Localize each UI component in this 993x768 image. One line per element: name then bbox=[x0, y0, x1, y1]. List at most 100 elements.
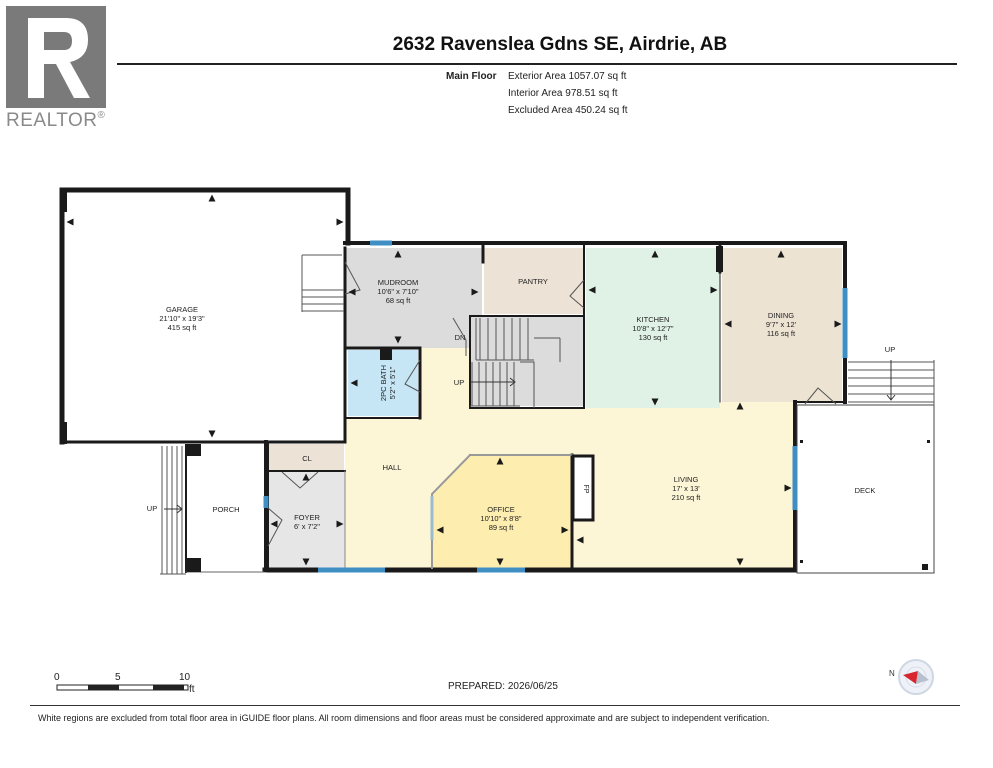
title-divider bbox=[117, 63, 957, 65]
office-fill bbox=[432, 456, 572, 568]
dimension-arrow bbox=[350, 379, 358, 387]
garage-steps bbox=[301, 254, 344, 312]
dining-dims: 9'7" x 12' bbox=[766, 320, 797, 329]
room-fills bbox=[268, 248, 842, 568]
bath-label: 2PC BATH bbox=[379, 365, 388, 401]
realtor-logo bbox=[6, 6, 106, 108]
closet-fill bbox=[268, 444, 344, 470]
scale-tick-0: 0 bbox=[54, 672, 60, 683]
compass-north-label: N bbox=[889, 669, 895, 678]
scale-bar: 0 5 10 ft bbox=[54, 672, 195, 695]
dimension-arrow bbox=[348, 288, 356, 296]
realtor-logo-text: REALTOR® bbox=[6, 110, 105, 132]
dimension-arrow bbox=[834, 320, 842, 328]
dimension-arrow bbox=[66, 218, 74, 226]
bath-dims: 5'2" x 5'1" bbox=[388, 366, 397, 399]
dimension-arrow bbox=[651, 250, 659, 258]
dimension-arrow bbox=[436, 526, 444, 534]
kitchen-fill bbox=[586, 248, 720, 408]
dimension-arrow bbox=[736, 402, 744, 410]
dimension-arrow bbox=[496, 558, 504, 566]
pantry-fill bbox=[484, 248, 584, 314]
kitchen-dims: 10'8" x 12'7" bbox=[632, 324, 673, 333]
kitchen-label: KITCHEN bbox=[637, 315, 670, 324]
dimension-arrow bbox=[208, 430, 216, 438]
dimension-arrow bbox=[336, 520, 344, 528]
dimension-arrow bbox=[784, 484, 792, 492]
dimension-arrow bbox=[561, 526, 569, 534]
windows bbox=[263, 240, 848, 573]
deck-label: DECK bbox=[855, 486, 876, 495]
dining-label: DINING bbox=[768, 311, 794, 320]
bath-fill bbox=[348, 350, 418, 416]
lower-stair-treads bbox=[470, 362, 520, 407]
excluded-area: Excluded Area 450.24 sq ft bbox=[508, 105, 628, 116]
dimension-arrow bbox=[394, 336, 402, 344]
foyer-dims: 6' x 7'2" bbox=[294, 522, 320, 531]
dimension-arrow bbox=[576, 536, 584, 544]
office-area: 89 sq ft bbox=[489, 523, 515, 532]
stair-down-label: DN bbox=[455, 333, 466, 342]
dimension-arrow bbox=[651, 398, 659, 406]
registered-mark: ® bbox=[97, 110, 106, 121]
office-dims: 10'10" x 8'8" bbox=[480, 514, 521, 523]
stair-direction-arrows bbox=[164, 360, 896, 514]
foyer-label: FOYER bbox=[294, 513, 320, 522]
living-dims: 17' x 13' bbox=[672, 484, 700, 493]
foyer-fill bbox=[268, 472, 345, 568]
living-label: LIVING bbox=[674, 475, 699, 484]
dimension-arrows bbox=[66, 194, 842, 566]
footer-divider bbox=[30, 705, 960, 706]
pantry-label: PANTRY bbox=[518, 277, 548, 286]
realtor-r-icon bbox=[6, 6, 106, 108]
exterior-area: Exterior Area 1057.07 sq ft bbox=[508, 71, 627, 82]
dimension-arrow bbox=[208, 194, 216, 202]
porch-up-label: UP bbox=[147, 504, 157, 513]
interior-area: Interior Area 978.51 sq ft bbox=[508, 88, 618, 99]
mudroom-label: MUDROOM bbox=[378, 278, 418, 287]
scale-tick-10: 10 bbox=[179, 672, 191, 683]
scale-tick-5: 5 bbox=[115, 672, 121, 683]
garage-label: GARAGE bbox=[166, 305, 198, 314]
hall-label: HALL bbox=[383, 463, 402, 472]
dimension-arrow bbox=[588, 286, 596, 294]
dimension-arrow bbox=[394, 250, 402, 258]
garage-area: 415 sq ft bbox=[168, 323, 198, 332]
dimension-arrow bbox=[336, 218, 344, 226]
prepared-date: PREPARED: 2026/06/25 bbox=[448, 681, 558, 692]
dining-area: 116 sq ft bbox=[767, 329, 796, 338]
dining-fill bbox=[722, 248, 842, 402]
logo-word: REALTOR bbox=[6, 110, 98, 131]
closet-label: CL bbox=[302, 454, 312, 463]
mudroom-area: 68 sq ft bbox=[386, 296, 412, 305]
interior-stairs bbox=[470, 318, 561, 408]
compass-icon: N bbox=[889, 659, 934, 695]
stair-up-label: UP bbox=[454, 378, 464, 387]
disclaimer-text: White regions are excluded from total fl… bbox=[38, 713, 770, 723]
porch-steps bbox=[160, 446, 186, 575]
dimension-arrow bbox=[270, 520, 278, 528]
upper-stair-treads bbox=[475, 318, 561, 362]
fireplace-label: FP bbox=[582, 485, 589, 494]
door-swings bbox=[267, 261, 837, 547]
dimension-arrow bbox=[302, 558, 310, 566]
mudroom-dims: 10'6" x 7'10" bbox=[377, 287, 418, 296]
dimension-arrow bbox=[302, 473, 310, 481]
floor-label: Main Floor bbox=[446, 71, 497, 82]
porch-label: PORCH bbox=[212, 505, 239, 514]
mudroom-fill bbox=[346, 248, 482, 348]
deck-up-label: UP bbox=[885, 345, 895, 354]
living-area: 210 sq ft bbox=[672, 493, 702, 502]
dimension-arrow bbox=[496, 457, 504, 465]
garage-dims: 21'10" x 19'3" bbox=[159, 314, 205, 323]
dimension-arrow bbox=[777, 250, 785, 258]
deck-markers bbox=[800, 440, 930, 563]
page-title: 2632 Ravenslea Gdns SE, Airdrie, AB bbox=[392, 34, 728, 55]
dimension-arrow bbox=[710, 286, 718, 294]
dimension-arrow bbox=[736, 558, 744, 566]
dimension-arrow bbox=[724, 320, 732, 328]
dimension-arrow bbox=[471, 288, 479, 296]
kitchen-area: 130 sq ft bbox=[639, 333, 669, 342]
office-label: OFFICE bbox=[487, 505, 515, 514]
